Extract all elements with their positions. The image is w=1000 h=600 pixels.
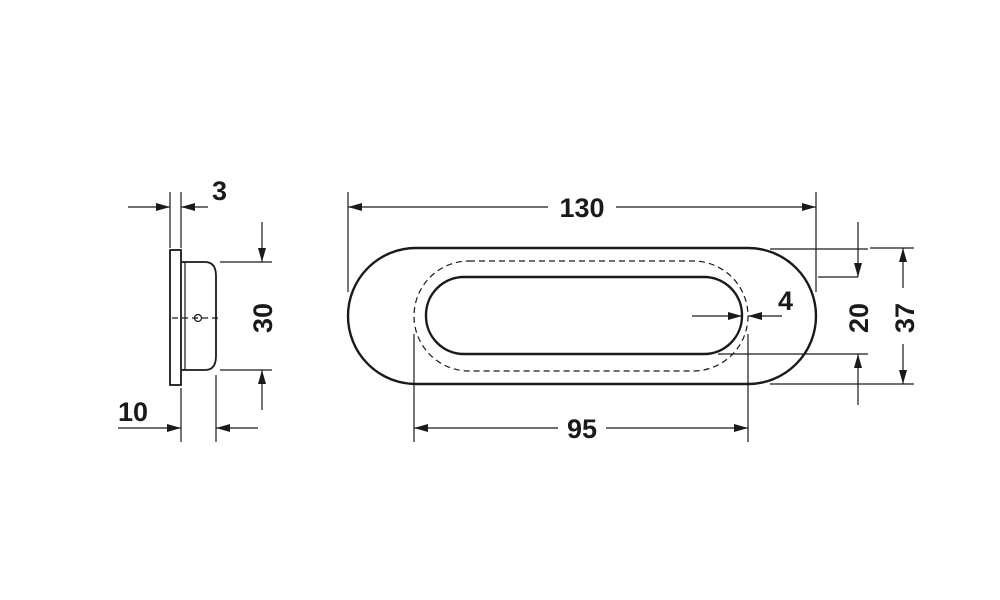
dim-rim-width: 4 (692, 286, 793, 320)
side-view-body (181, 261, 217, 371)
dim-side-depth-label: 10 (118, 397, 148, 427)
dim-recess-length: 95 (413, 334, 749, 444)
side-view-center-hole (193, 313, 203, 323)
dim-side-height-label: 30 (248, 303, 278, 333)
dim-overall-height: 37 (770, 247, 920, 385)
dim-recess-height: 20 (718, 222, 874, 405)
front-view: 130 95 4 20 (346, 192, 920, 444)
dim-overall-length: 130 (347, 192, 817, 292)
dim-side-depth: 10 (118, 375, 258, 442)
side-view-flange (169, 249, 182, 386)
dim-overall-length-label: 130 (559, 193, 604, 223)
front-view-outer-outline (346, 246, 818, 386)
side-view: 3 30 10 (118, 176, 278, 442)
dim-flange-thickness-label: 3 (212, 176, 227, 206)
dim-overall-height-label: 37 (890, 303, 920, 333)
dim-flange-thickness: 3 (128, 176, 227, 248)
dim-rim-width-label: 4 (778, 286, 793, 316)
dim-side-height: 30 (220, 222, 278, 410)
dim-recess-length-label: 95 (567, 414, 597, 444)
dim-recess-height-label: 20 (844, 303, 874, 333)
